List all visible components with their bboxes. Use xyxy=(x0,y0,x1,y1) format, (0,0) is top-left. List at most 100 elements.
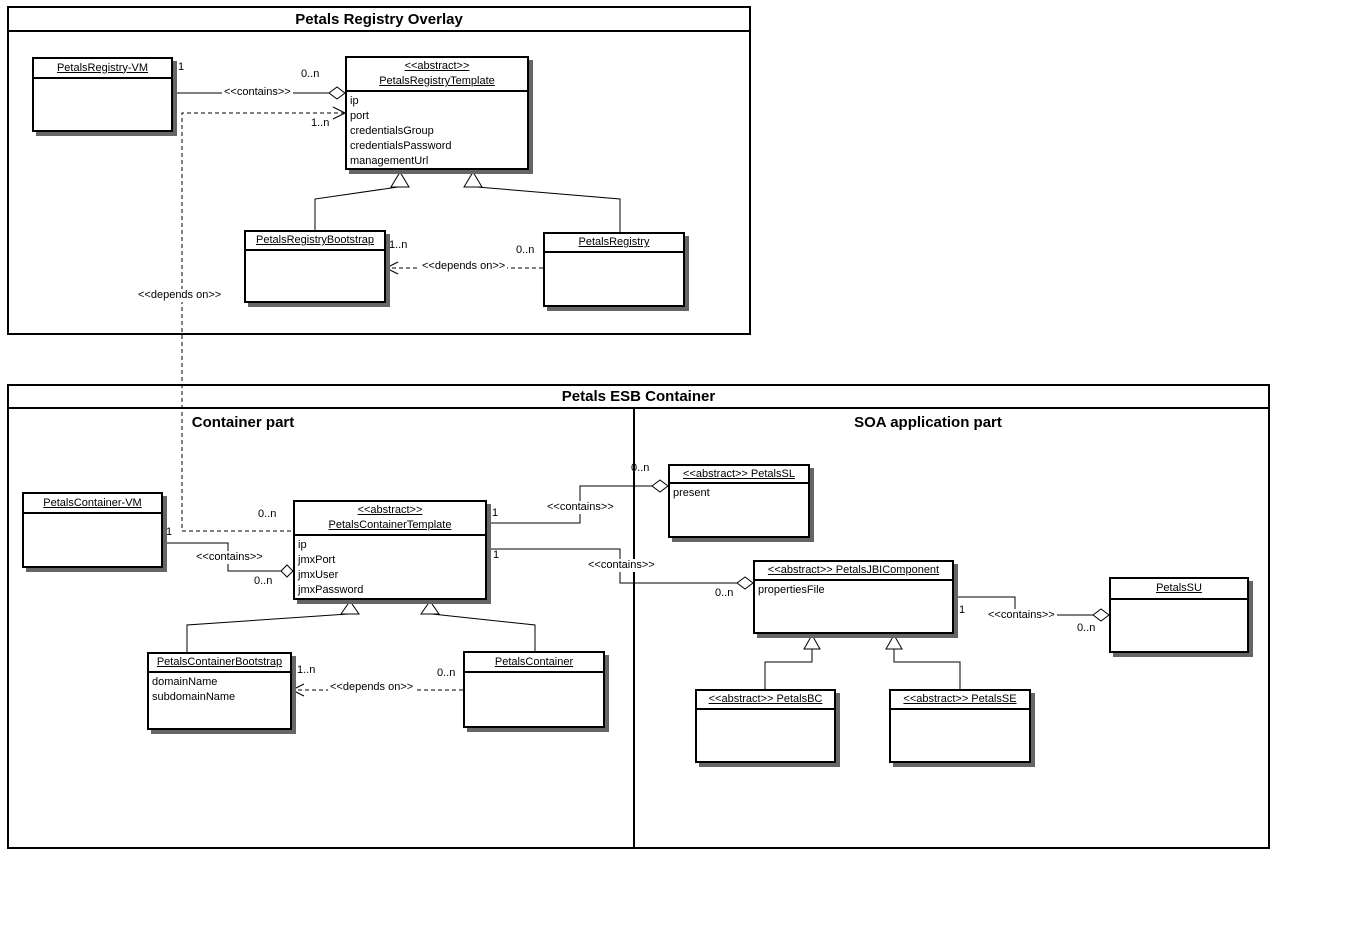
stereotype-label-contains: <<contains>> xyxy=(194,551,265,564)
class-name: PetalsRegistry xyxy=(578,236,650,248)
gen-registrybootstrap-line xyxy=(314,186,399,230)
class-box-petalsregistrytemplate: <<abstract>> PetalsRegistryTemplate ip p… xyxy=(345,56,529,170)
attributes-compartment: present xyxy=(670,484,808,501)
multiplicity-label: 0..n xyxy=(516,244,535,256)
class-name: PetalsRegistry-VM xyxy=(56,61,149,74)
stereotype-label-contains: <<contains>> xyxy=(222,86,293,99)
attributes-compartment xyxy=(891,710,1029,712)
class-box-petalscontainertemplate: <<abstract>> PetalsContainerTemplate ip … xyxy=(293,500,487,600)
generalization-triangle xyxy=(803,633,821,650)
multiplicity-label: 0..n xyxy=(301,68,320,80)
multiplicity-label: 1 xyxy=(166,526,173,538)
dependency-arrowhead xyxy=(291,683,305,697)
gen-containerbootstrap-line xyxy=(186,613,349,652)
multiplicity-label: 1 xyxy=(959,604,966,616)
multiplicity-label: 1..n xyxy=(389,239,408,251)
attributes-compartment xyxy=(34,79,171,81)
class-attribute: jmxPort xyxy=(298,554,336,566)
class-box-petalsbc: <<abstract>> PetalsBC xyxy=(695,689,836,763)
attributes-compartment xyxy=(24,514,161,516)
frame-title-esb: Petals ESB Container xyxy=(9,386,1268,409)
class-box-petalsjbicomponent: <<abstract>> PetalsJBIComponent properti… xyxy=(753,560,954,634)
frame-title-registry: Petals Registry Overlay xyxy=(9,8,749,32)
multiplicity-label: 0..n xyxy=(437,667,456,679)
class-attribute: ip xyxy=(350,95,359,107)
multiplicity-label: 0..n xyxy=(631,462,650,474)
class-name: <<abstract>> PetalsSL xyxy=(683,467,795,480)
attributes-compartment xyxy=(1111,600,1247,602)
class-attribute: subdomainName xyxy=(152,691,236,703)
frame-petals-registry-overlay: Petals Registry Overlay xyxy=(7,6,751,335)
class-box-petalssu: PetalsSU xyxy=(1109,577,1249,653)
class-attribute: propertiesFile xyxy=(758,584,825,596)
class-stereotype: <<abstract>> xyxy=(404,60,470,72)
multiplicity-label: 1..n xyxy=(311,117,330,129)
aggregation-diamond xyxy=(736,576,754,590)
frame-petals-esb-container: Petals ESB Container xyxy=(7,384,1270,849)
gen-petalscontainer-line xyxy=(431,613,536,651)
aggregation-diamond xyxy=(651,479,669,493)
attributes-compartment xyxy=(697,710,834,712)
class-name: PetalsSU xyxy=(1156,582,1202,594)
attributes-compartment: ip port credentialsGroup credentialsPass… xyxy=(347,92,527,169)
attributes-compartment xyxy=(545,253,683,255)
multiplicity-label: 0..n xyxy=(1077,622,1096,634)
generalization-triangle xyxy=(463,171,483,188)
multiplicity-label: 0..n xyxy=(254,575,273,587)
class-box-petalsse: <<abstract>> PetalsSE xyxy=(889,689,1031,763)
multiplicity-label: 1 xyxy=(492,507,499,519)
generalization-triangle xyxy=(420,600,440,615)
stereotype-label-contains: <<contains>> xyxy=(545,501,616,514)
class-name: PetalsRegistryTemplate xyxy=(379,75,495,87)
class-attribute: managementUrl xyxy=(350,155,429,167)
class-box-petalsregistrybootstrap: PetalsRegistryBootstrap xyxy=(244,230,386,303)
stereotype-label-depends-on: <<depends on>> xyxy=(136,289,224,302)
class-box-petalssl: <<abstract>> PetalsSL present xyxy=(668,464,810,538)
class-box-petalsregistry: PetalsRegistry xyxy=(543,232,685,307)
aggregation-diamond xyxy=(1092,608,1110,622)
class-stereotype: <<abstract>> xyxy=(357,504,423,516)
attributes-compartment: ip jmxPort jmxUser jmxPassword xyxy=(295,536,485,598)
class-name: PetalsContainerBootstrap xyxy=(156,656,283,668)
gen-petalsse-line xyxy=(893,649,961,689)
class-name: PetalsContainer xyxy=(494,655,574,668)
class-box-petalscontainerbootstrap: PetalsContainerBootstrap domainName subd… xyxy=(147,652,292,730)
stereotype-label-contains: <<contains>> xyxy=(986,609,1057,622)
dependency-arrowhead xyxy=(385,261,399,275)
class-name: <<abstract>> PetalsBC xyxy=(708,693,823,705)
attributes-compartment xyxy=(465,673,603,675)
gen-petalsregistry-line xyxy=(476,186,621,232)
generalization-triangle xyxy=(390,171,410,188)
class-attribute: credentialsPassword xyxy=(350,140,452,152)
generalization-triangle xyxy=(340,600,360,615)
attributes-compartment: domainName subdomainName xyxy=(149,673,290,705)
multiplicity-label: 1 xyxy=(178,61,185,73)
dependency-arrowhead xyxy=(332,106,346,120)
class-name: PetalsRegistryBootstrap xyxy=(256,234,374,246)
stereotype-label-contains: <<contains>> xyxy=(586,559,657,572)
class-attribute: port xyxy=(350,110,369,122)
class-attribute: ip xyxy=(298,539,307,551)
multiplicity-label: 0..n xyxy=(715,587,734,599)
esb-section-divider xyxy=(633,409,635,849)
section-heading-soa-part: SOA application part xyxy=(854,414,1002,431)
section-heading-container-part: Container part xyxy=(191,414,295,431)
class-attribute: domainName xyxy=(152,676,218,688)
dep-containertemplate-registrytemplate xyxy=(181,112,345,532)
stereotype-label-depends-on: <<depends on>> xyxy=(328,681,416,694)
class-name: <<abstract>> PetalsSE xyxy=(903,693,1017,705)
class-name: <<abstract>> PetalsJBIComponent xyxy=(767,564,940,576)
class-box-petalsregistry-vm: PetalsRegistry-VM xyxy=(32,57,173,132)
class-attribute: jmxPassword xyxy=(298,584,364,596)
attributes-compartment: propertiesFile xyxy=(755,581,952,598)
multiplicity-label: 0..n xyxy=(258,508,277,520)
class-box-petalscontainer-vm: PetalsContainer-VM xyxy=(22,492,163,568)
aggregation-diamond xyxy=(280,564,294,578)
class-name: PetalsContainerTemplate xyxy=(328,519,452,531)
class-name: PetalsContainer-VM xyxy=(43,496,142,509)
gen-petalsbc-line xyxy=(764,649,813,689)
class-attribute: jmxUser xyxy=(298,569,339,581)
class-attribute: credentialsGroup xyxy=(350,125,434,137)
stereotype-label-depends-on: <<depends on>> xyxy=(420,260,508,273)
